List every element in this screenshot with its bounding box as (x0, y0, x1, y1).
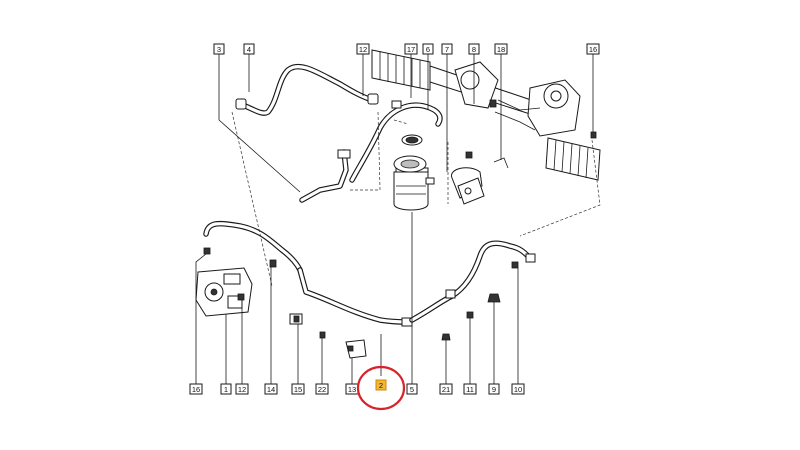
clip-9 (487, 293, 501, 303)
steering-rack-icon (371, 49, 601, 181)
svg-text:5: 5 (410, 385, 414, 394)
callout-14[interactable]: 14 (264, 383, 278, 395)
bolt-16-top (590, 131, 597, 139)
pressure-hose-lower (203, 220, 303, 273)
callout-16-bottom[interactable]: 16 (189, 383, 203, 395)
svg-text:2: 2 (379, 381, 383, 390)
return-hose-upper (235, 63, 379, 116)
callout-15[interactable]: 15 (291, 383, 305, 395)
bolt-14 (269, 259, 277, 268)
pipe-3 (299, 149, 351, 203)
callout-2-highlighted[interactable]: 2 (375, 379, 387, 391)
callout-6[interactable]: 6 (422, 43, 434, 55)
pressure-hose-upper (349, 100, 443, 183)
callout-16-top[interactable]: 16 (586, 43, 600, 55)
svg-text:4: 4 (247, 45, 251, 54)
callout-18[interactable]: 18 (494, 43, 508, 55)
callout-7[interactable]: 7 (441, 43, 453, 55)
callout-11[interactable]: 11 (463, 383, 477, 395)
bolt-21 (441, 333, 451, 341)
svg-text:16: 16 (192, 385, 200, 394)
svg-text:6: 6 (426, 45, 430, 54)
svg-text:7: 7 (445, 45, 449, 54)
svg-text:13: 13 (348, 385, 356, 394)
callout-12-top[interactable]: 12 (356, 43, 370, 55)
bolt-22 (319, 331, 326, 339)
power-steering-pump-icon (195, 247, 253, 317)
svg-text:18: 18 (497, 45, 505, 54)
svg-text:8: 8 (472, 45, 476, 54)
svg-text:12: 12 (238, 385, 246, 394)
svg-text:11: 11 (466, 385, 474, 394)
svg-text:3: 3 (217, 45, 221, 54)
svg-text:16: 16 (589, 45, 597, 54)
svg-text:17: 17 (407, 45, 415, 54)
callout-3[interactable]: 3 (213, 43, 225, 55)
callout-10[interactable]: 10 (511, 383, 525, 395)
bracket-13 (345, 339, 367, 359)
reservoir-clamp (451, 167, 485, 205)
fitting-15 (289, 313, 303, 325)
callout-13[interactable]: 13 (345, 383, 359, 395)
callout-5[interactable]: 5 (406, 383, 418, 395)
bolt-11 (466, 311, 474, 319)
svg-text:22: 22 (318, 385, 326, 394)
callout-22[interactable]: 22 (315, 383, 329, 395)
callout-4[interactable]: 4 (243, 43, 255, 55)
callout-12-bottom[interactable]: 12 (235, 383, 249, 395)
callout-17[interactable]: 17 (404, 43, 418, 55)
bolt-8 (465, 99, 497, 159)
fluid-reservoir-icon (393, 134, 435, 211)
svg-text:10: 10 (514, 385, 522, 394)
bolt-10 (511, 261, 519, 269)
svg-text:14: 14 (267, 385, 275, 394)
highlight-ring (356, 365, 406, 411)
callout-1[interactable]: 1 (220, 383, 232, 395)
callout-9[interactable]: 9 (488, 383, 500, 395)
leader-lines (195, 54, 594, 384)
svg-text:21: 21 (442, 385, 450, 394)
callout-21[interactable]: 21 (439, 383, 453, 395)
pin-18 (493, 157, 509, 169)
svg-text:1: 1 (224, 385, 228, 394)
return-hose-lower (297, 240, 536, 327)
svg-text:15: 15 (294, 385, 302, 394)
nut-12-bottom (237, 293, 245, 301)
svg-text:12: 12 (359, 45, 367, 54)
callout-8[interactable]: 8 (468, 43, 480, 55)
svg-text:9: 9 (492, 385, 496, 394)
